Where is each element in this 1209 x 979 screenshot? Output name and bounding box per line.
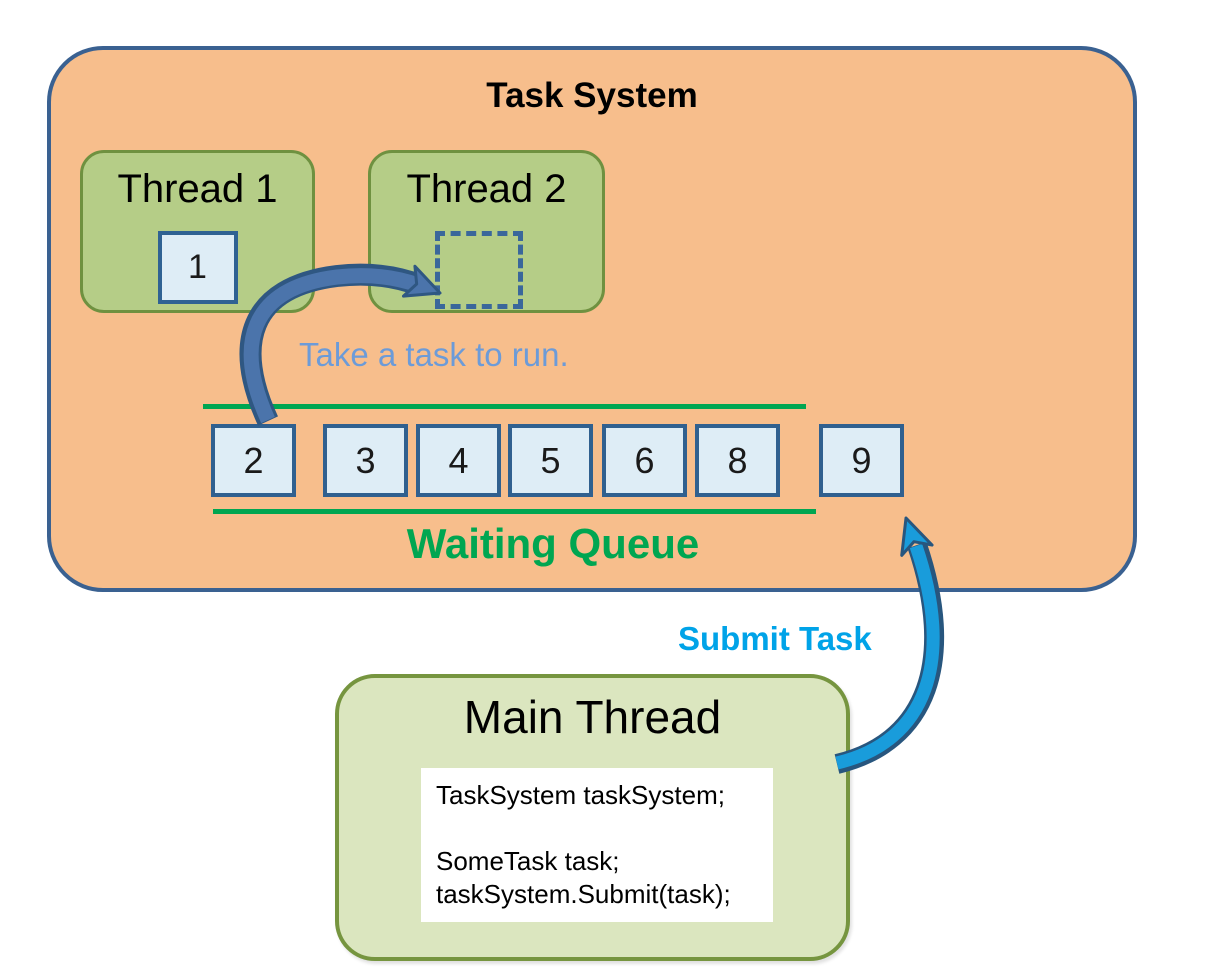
queue-task-box: 2 — [211, 424, 296, 497]
queue-task-box: 5 — [508, 424, 593, 497]
queue-top-line — [203, 404, 806, 409]
thread-2-box: Thread 2 — [368, 150, 605, 313]
code-blank-line — [436, 812, 765, 845]
waiting-queue-label: Waiting Queue — [406, 520, 700, 567]
queue-task-box: 3 — [323, 424, 408, 497]
queue-task-box: 8 — [695, 424, 780, 497]
thread-2-label: Thread 2 — [406, 167, 567, 211]
queue-task-box: 4 — [416, 424, 501, 497]
task-system-title: Task System — [486, 76, 698, 115]
code-line: taskSystem.Submit(task); — [436, 879, 731, 909]
thread-1-label: Thread 1 — [117, 167, 278, 211]
code-line: SomeTask task; — [436, 846, 620, 876]
queue-task-box: 6 — [602, 424, 687, 497]
main-thread-box: Main Thread TaskSystem taskSystem; SomeT… — [335, 674, 850, 961]
thread-1-box: Thread 1 1 — [80, 150, 315, 313]
main-thread-title: Main Thread — [463, 691, 722, 743]
thread-1-running-task: 1 — [157, 231, 238, 304]
queue-task-box: 9 — [819, 424, 904, 497]
take-task-caption: Take a task to run. — [299, 336, 569, 373]
code-snippet: TaskSystem taskSystem; SomeTask task; ta… — [421, 768, 773, 922]
code-line: TaskSystem taskSystem; — [436, 780, 725, 810]
queue-bottom-line — [213, 509, 816, 514]
submit-task-caption: Submit Task — [678, 620, 872, 657]
thread-2-empty-task-slot — [435, 231, 523, 309]
task-system-container — [47, 46, 1137, 592]
